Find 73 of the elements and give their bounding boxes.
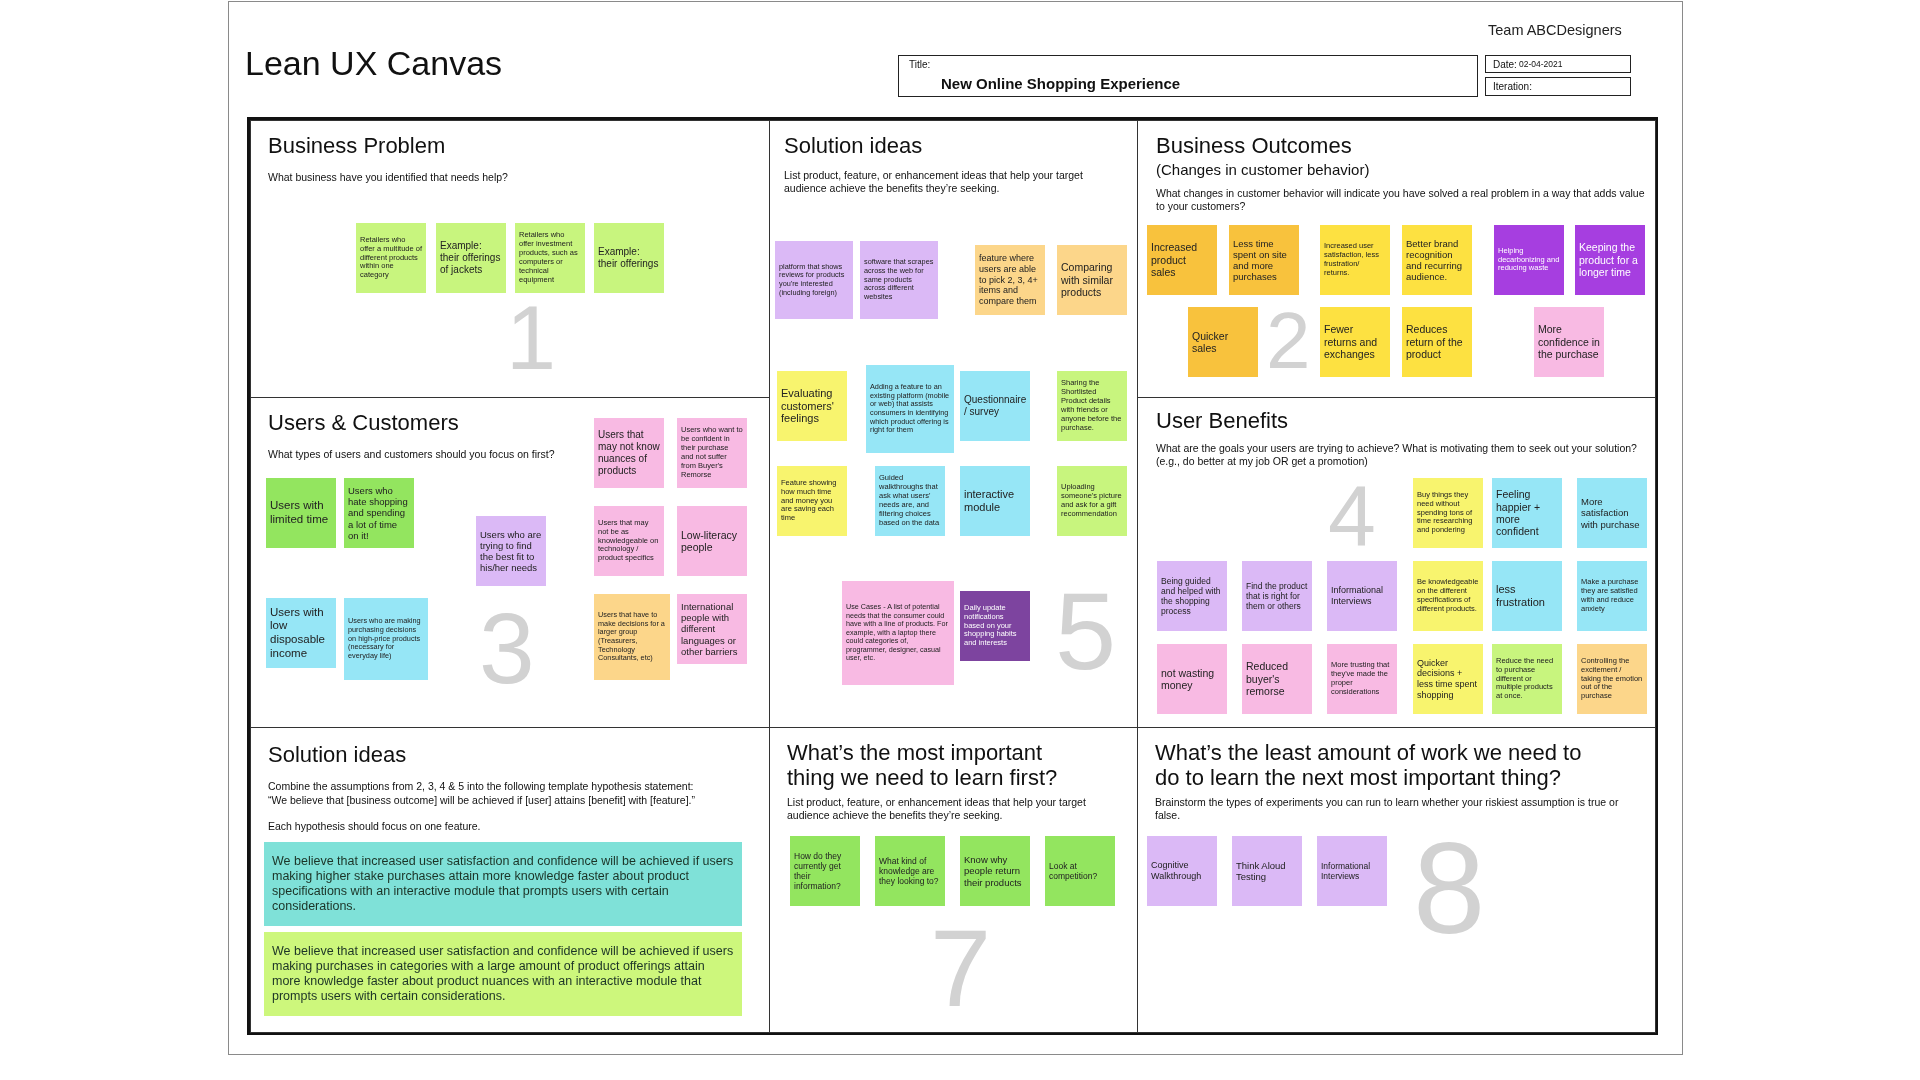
sticky-note: Quicker decisions + less time spent shopping xyxy=(1413,644,1483,714)
sticky-note: Questionnaire / survey xyxy=(960,371,1030,441)
sticky-note: Informational Interviews xyxy=(1327,561,1397,631)
sticky-note: Better brand recognition and recurring audience. xyxy=(1402,225,1472,295)
date-field xyxy=(1485,55,1631,73)
panel-heading: Solution ideas xyxy=(784,133,923,159)
sticky-note: Example: their offerings of jackets xyxy=(436,223,506,293)
sticky-note: Look at competition? xyxy=(1045,836,1115,906)
sticky-note: Cognitive Walkthrough xyxy=(1147,836,1217,906)
field-value: New Online Shopping Experience xyxy=(941,75,1181,93)
panel-subheading: (Changes in customer behavior) xyxy=(1156,161,1370,179)
panel-heading: User Benefits xyxy=(1156,408,1289,434)
sticky-note: Low-literacy people xyxy=(677,506,747,576)
sticky-note: Think Aloud Testing xyxy=(1232,836,1302,906)
sticky-note: Feeling happier + more confident xyxy=(1492,478,1562,548)
panel-prompt: List product, feature, or enhancement ideas that help your target audience achieve the benefits they’re seeking. xyxy=(784,169,1084,196)
sticky-note: Users who are trying to find the best fit to his/her needs xyxy=(476,516,546,586)
panel-heading: Business Problem xyxy=(268,133,446,159)
canvas-panel xyxy=(250,120,770,398)
panel-prompt: Brainstorm the types of experiments you can run to learn whether your riskiest assumption is true or false. xyxy=(1155,796,1620,823)
canvas-panel xyxy=(1137,727,1656,1033)
team-name: Team ABCDesigners xyxy=(1488,22,1622,39)
sticky-note: not wasting money xyxy=(1157,644,1227,714)
sticky-note: Example: their offerings xyxy=(594,223,664,293)
sticky-note: International people with different languages or other barriers xyxy=(677,594,747,664)
sticky-note: Find the product that is right for them or others xyxy=(1242,561,1312,631)
iteration-field xyxy=(1485,77,1631,96)
sticky-note: less frustration xyxy=(1492,561,1562,631)
panel-prompt: Each hypothesis should focus on one feature. xyxy=(268,820,481,834)
canvas-title: Lean UX Canvas xyxy=(245,44,503,84)
sticky-note: Being guided and helped with the shopping process xyxy=(1157,561,1227,631)
panel-prompt: What are the goals your users are trying to achieve? What is motivating them to seek out your solution? (e.g., do better at my job OR get a promotion) xyxy=(1156,442,1638,469)
title-field xyxy=(898,55,1478,97)
sticky-note: Users who hate shopping and spending a lot of time on it! xyxy=(344,478,414,548)
sticky-note: Informational Interviews xyxy=(1317,836,1387,906)
canvas-panel xyxy=(1137,120,1656,398)
sticky-note: Know why people return their products xyxy=(960,836,1030,906)
field-value: 02-04-2021 xyxy=(1519,60,1563,70)
panel-heading: What’s the most important thing we need to learn first? xyxy=(787,740,1059,791)
sticky-note: How do they currently get their information? xyxy=(790,836,860,906)
sticky-note: Evaluating customers' feelings xyxy=(777,371,847,441)
sticky-note: Fewer returns and exchanges xyxy=(1320,307,1390,377)
panel-prompt: What types of users and customers should you focus on first? xyxy=(268,448,555,462)
panel-prompt: What business have you identified that needs help? xyxy=(268,171,508,185)
sticky-note: What kind of knowledge are they looking to? xyxy=(875,836,945,906)
sticky-note: Less time spent on site and more purchases xyxy=(1229,225,1299,295)
panel-prompt: What changes in customer behavior will indicate you have solved a real problem in a way that adds value to your customers? xyxy=(1156,187,1646,214)
panel-heading: What’s the least amount of work we need to do to learn the next most important thing? xyxy=(1155,740,1583,791)
panel-prompt: List product, feature, or enhancement ideas that help your target audience achieve the benefits they’re seeking. xyxy=(787,796,1087,823)
sticky-note: Keeping the product for a longer time xyxy=(1575,225,1645,295)
sticky-note: Users with limited time xyxy=(266,478,336,548)
sticky-note: Reduced buyer's remorse xyxy=(1242,644,1312,714)
hypothesis-note: We believe that increased user satisfaction and confidence will be achieved if users making purchases in categories with a large amount of product offerings attain more knowledge faster about product nuances with an interactive module that prompts users with certain considerations. xyxy=(264,932,742,1016)
panel-heading: Users & Customers xyxy=(268,410,459,436)
field-label: Date: xyxy=(1493,59,1517,71)
field-label: Title: xyxy=(909,59,931,71)
sticky-note: feature where users are able to pick 2, 3, 4+ items and compare them xyxy=(975,245,1045,315)
hypothesis-note: We believe that increased user satisfaction and confidence will be achieved if users making higher stake purchases attain more knowledge faster about product specifications with an interactive module that prompts users with certain considerations. xyxy=(264,842,742,926)
sticky-note: Users with low disposable income xyxy=(266,598,336,668)
sticky-note: Increased product sales xyxy=(1147,225,1217,295)
panel-heading: Solution ideas xyxy=(268,742,407,768)
panel-prompt: “We believe that [business outcome] will be achieved if [user] attains [benefit] with [feature].” xyxy=(268,794,696,808)
sticky-note: More satisfaction with purchase xyxy=(1577,478,1647,548)
sticky-note: Reduces return of the product xyxy=(1402,307,1472,377)
panel-prompt: Combine the assumptions from 2, 3, 4 & 5 into the following template hypothesis statement: xyxy=(268,780,694,794)
sticky-note: Comparing with similar products xyxy=(1057,245,1127,315)
sticky-note: More confidence in the purchase xyxy=(1534,307,1604,377)
sticky-note: Users that may not know nuances of products xyxy=(594,418,664,488)
sticky-note: interactive module xyxy=(960,466,1030,536)
panel-heading: Business Outcomes xyxy=(1156,133,1352,159)
canvas-panel xyxy=(250,727,770,1033)
sticky-note: Quicker sales xyxy=(1188,307,1258,377)
field-label: Iteration: xyxy=(1493,81,1532,93)
